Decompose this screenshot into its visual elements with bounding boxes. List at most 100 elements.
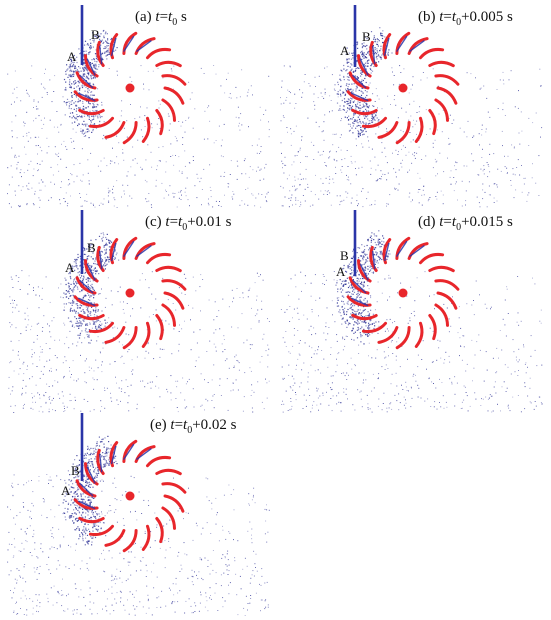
runner-blade xyxy=(434,303,449,327)
runner-blade xyxy=(395,326,411,350)
runner-blade xyxy=(428,60,455,68)
runner-blade xyxy=(163,86,185,105)
runner-blade xyxy=(78,516,105,524)
runner-blade xyxy=(419,252,445,265)
runner-hub xyxy=(125,491,135,501)
marker-b-label: B xyxy=(340,248,349,263)
runner-blade xyxy=(78,313,105,321)
runner-blade xyxy=(163,494,185,513)
panel-b: (b) t=t0+0.005 s B A xyxy=(278,5,546,210)
water-film-segment xyxy=(135,448,152,461)
runner-blade xyxy=(161,482,187,494)
water-particles xyxy=(7,435,270,616)
runner-blade xyxy=(414,321,424,348)
blade-water-film xyxy=(351,35,425,102)
water-film-segment xyxy=(99,45,103,65)
runner-blade xyxy=(122,326,138,350)
runner-blade xyxy=(141,524,151,551)
runner-blade xyxy=(428,109,437,136)
water-film-segment xyxy=(351,297,369,307)
runner-blade xyxy=(155,468,182,476)
runner-blade xyxy=(122,121,138,145)
water-film-segment xyxy=(79,279,94,294)
water-film-segment xyxy=(79,482,94,497)
runner-blade xyxy=(104,529,126,547)
water-film-segment xyxy=(383,242,390,262)
water-film-segment xyxy=(135,40,152,53)
runner-blade xyxy=(161,303,176,327)
runner-blade xyxy=(155,265,182,273)
blade-water-film xyxy=(78,240,152,307)
water-film-segment xyxy=(351,92,369,102)
water-film-segment xyxy=(86,263,96,281)
water-film-segment xyxy=(135,245,152,258)
marker-a-label: A xyxy=(65,260,75,275)
runner-hub xyxy=(398,288,408,298)
runner-blade xyxy=(351,108,378,116)
panel-title-a: (a) t=t0 s xyxy=(135,9,187,28)
marker-b-label: B xyxy=(91,27,100,42)
runner-blade xyxy=(155,109,164,136)
panel-a: (a) t=t0 s B A xyxy=(5,5,273,210)
water-film-segment xyxy=(123,443,135,460)
runner-blade xyxy=(146,455,172,468)
runner-blade xyxy=(161,74,187,86)
runner-blade xyxy=(146,252,172,265)
runner-hub xyxy=(398,83,408,93)
runner-blade xyxy=(161,279,187,291)
water-film-segment xyxy=(78,92,96,102)
water-film-segment xyxy=(79,74,94,89)
runner-blade xyxy=(361,116,387,129)
runner-simulation-d xyxy=(280,210,543,413)
blade-water-film xyxy=(78,35,152,102)
runner-blade xyxy=(434,74,460,86)
water-film-segment xyxy=(352,279,367,294)
runner-simulation-b xyxy=(280,5,543,208)
runner-blade xyxy=(78,108,105,116)
water-film-segment xyxy=(372,250,376,270)
marker-a-label: A xyxy=(61,483,71,498)
water-film-segment xyxy=(359,58,369,76)
runner-blade xyxy=(436,86,458,105)
runner-blade xyxy=(88,524,114,537)
runner-blade xyxy=(414,116,424,143)
water-film-segment xyxy=(396,35,408,52)
water-film-segment xyxy=(86,466,96,484)
runner-blade xyxy=(436,291,458,310)
runner-blade xyxy=(161,506,176,530)
runner-blade xyxy=(428,265,455,273)
runner-blade xyxy=(161,98,176,122)
panel-c: (c) t=t0+0.01 s B A xyxy=(5,210,273,415)
runner-hub xyxy=(125,83,135,93)
water-film-segment xyxy=(78,297,96,307)
panel-title-e: (e) t=t0+0.02 s xyxy=(150,417,237,436)
blade-water-film xyxy=(351,240,425,307)
runner-blade xyxy=(361,321,387,334)
marker-b-label: B xyxy=(362,29,371,44)
runner-simulation-a xyxy=(7,5,270,208)
runner-simulation-e xyxy=(7,413,270,616)
water-particles xyxy=(280,27,543,208)
runner-blade xyxy=(155,60,182,68)
water-film-segment xyxy=(408,40,425,53)
runner-blade xyxy=(419,47,445,60)
panel-title-d: (d) t=t0+0.015 s xyxy=(418,214,513,233)
runner-blade xyxy=(146,47,172,60)
runner-blade xyxy=(428,314,437,341)
marker-b-label: B xyxy=(87,240,96,255)
runner-blade xyxy=(141,116,151,143)
runner-blade xyxy=(141,321,151,348)
runner-blade xyxy=(434,98,449,122)
water-film-segment xyxy=(123,240,135,257)
water-film-segment xyxy=(110,242,117,262)
water-film-segment xyxy=(78,500,96,510)
runner-blade xyxy=(377,326,399,344)
marker-a-label: A xyxy=(336,264,346,279)
runner-simulation-c xyxy=(8,210,270,413)
water-particles xyxy=(7,29,270,208)
runner-blade xyxy=(88,321,114,334)
runner-blade xyxy=(155,314,164,341)
water-film-segment xyxy=(99,250,103,270)
panel-title-c: (c) t=t0+0.01 s xyxy=(145,214,232,233)
water-film-segment xyxy=(352,74,367,89)
